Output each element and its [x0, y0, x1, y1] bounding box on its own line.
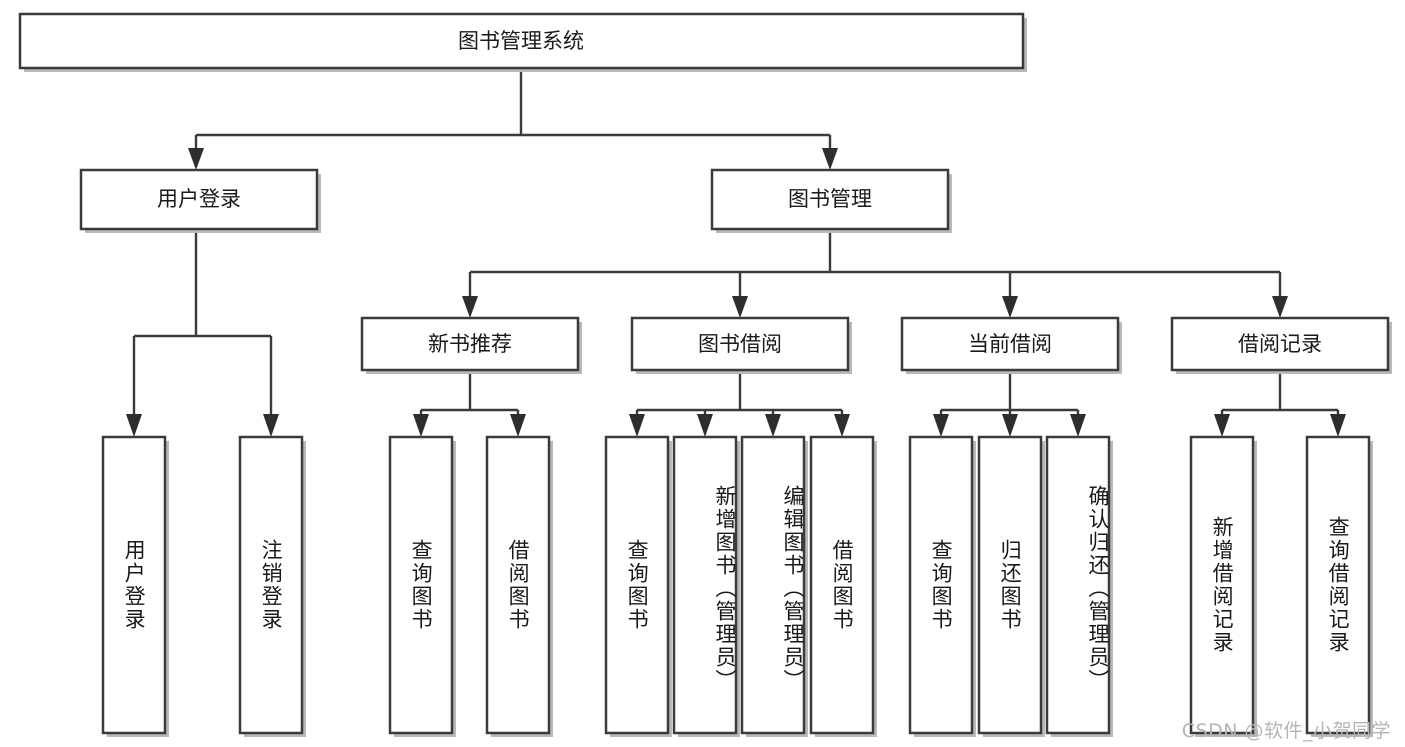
arrowhead-leaf-logout: [263, 414, 279, 437]
watermark-text: CSDN @软件_小贺同学: [1181, 720, 1391, 742]
node-book-borrow-box[interactable]: [630, 316, 850, 372]
node-book-borrow[interactable]: 图书借阅: [630, 316, 852, 374]
arrowhead-leaf-query-book-2: [629, 414, 645, 437]
arrowhead-book-manage: [822, 148, 838, 170]
node-current-borrow[interactable]: 当前借阅: [900, 316, 1122, 374]
node-current-borrow-label: 当前借阅: [968, 332, 1052, 356]
leaf-user-login-box[interactable]: [101, 435, 167, 735]
node-root[interactable]: 图书管理系统: [18, 12, 1027, 72]
arrowhead-leaf-confirm-return: [1070, 414, 1086, 437]
node-root-label: 图书管理系统: [458, 29, 584, 53]
node-book-manage-box[interactable]: [710, 168, 950, 231]
connector-layer: [126, 68, 1346, 437]
arrowhead-leaf-query-book-1: [413, 414, 429, 437]
arrowhead-book-borrow: [732, 296, 748, 318]
leaf-return-book-box[interactable]: [977, 435, 1043, 735]
arrowhead-leaf-add-book: [697, 414, 713, 437]
arrowhead-leaf-query-record: [1330, 414, 1346, 437]
leaf-query-book-2-box[interactable]: [604, 435, 670, 735]
leaf-edit-book-box[interactable]: [740, 435, 806, 735]
arrowhead-leaf-return-book: [1002, 414, 1018, 437]
node-current-borrow-box[interactable]: [900, 316, 1120, 372]
node-borrow-record[interactable]: 借阅记录: [1170, 316, 1392, 374]
arrowhead-borrow-record: [1272, 296, 1288, 318]
leaf-query-book-1-box[interactable]: [388, 435, 454, 735]
arrowhead-leaf-add-record: [1214, 414, 1230, 437]
arrowhead-user-login: [188, 148, 204, 170]
node-book-manage[interactable]: 图书管理: [710, 168, 952, 233]
node-new-book-rec[interactable]: 新书推荐: [360, 316, 582, 374]
node-user-login-label: 用户登录: [157, 187, 241, 211]
arrowhead-leaf-borrow-book-2: [834, 414, 850, 437]
node-book-borrow-label: 图书借阅: [698, 332, 782, 356]
arrowhead-leaf-user-login: [126, 414, 142, 437]
arrowhead-leaf-query-book-3: [933, 414, 949, 437]
leaf-add-book-box[interactable]: [672, 435, 738, 735]
node-new-book-rec-box[interactable]: [360, 316, 580, 372]
node-borrow-record-box[interactable]: [1170, 316, 1390, 372]
node-new-book-rec-label: 新书推荐: [428, 332, 512, 356]
node-user-login[interactable]: 用户登录: [79, 168, 321, 233]
leaf-query-record-box[interactable]: [1305, 435, 1371, 735]
node-book-manage-label: 图书管理: [788, 187, 872, 211]
leaf-logout-box[interactable]: [238, 435, 304, 735]
arrowhead-new-book-rec: [462, 296, 478, 318]
arrowhead-leaf-edit-book: [765, 414, 781, 437]
leaf-borrow-book-2-box[interactable]: [809, 435, 875, 735]
leaf-add-record-box[interactable]: [1189, 435, 1255, 735]
node-borrow-record-label: 借阅记录: [1238, 332, 1322, 356]
leaf-boxes: [101, 435, 1373, 737]
arrowhead-current-borrow: [1002, 296, 1018, 318]
leaf-query-book-3-box[interactable]: [908, 435, 974, 735]
leaf-confirm-return-box[interactable]: [1045, 435, 1111, 735]
leaf-borrow-book-1-box[interactable]: [485, 435, 551, 735]
node-user-login-box[interactable]: [79, 168, 319, 231]
node-root-box[interactable]: [18, 12, 1025, 70]
arrowhead-leaf-borrow-book-1: [510, 414, 526, 437]
